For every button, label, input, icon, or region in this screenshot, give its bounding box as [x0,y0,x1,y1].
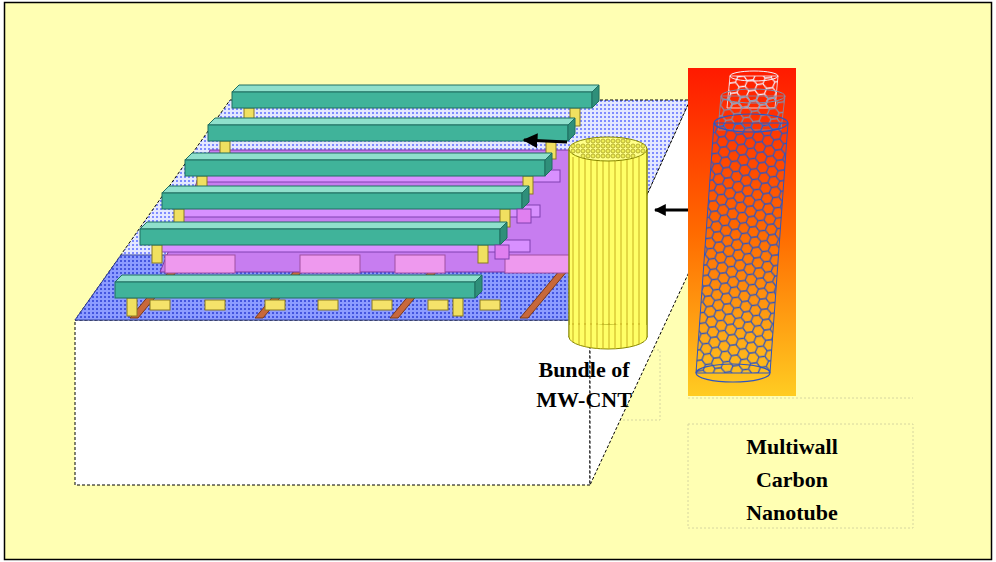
pointer-arrow [524,140,567,142]
wire-top [185,153,552,160]
via [127,298,137,316]
wire-top [162,186,529,193]
wire-end [522,186,529,209]
wire-end [568,118,575,141]
metal-block [495,245,509,259]
wire-row [162,186,531,227]
via [453,298,463,316]
pointer-arrow [655,209,688,212]
wire [208,125,568,141]
middle-layer [160,150,625,273]
wire [232,92,592,108]
wire-top [115,275,482,282]
cylinder-shape [567,135,649,350]
contact-pad [318,300,338,310]
node-label: Bundle of MW-CNT [515,355,653,415]
wire [162,193,522,209]
label-frame [688,398,913,399]
cnt-bundle: Bundle of MW-CNT [515,135,655,419]
wire-end [545,153,552,176]
wire-row [140,222,509,263]
label-frame [688,424,913,528]
wire-top [208,118,575,125]
wire-top [232,85,599,92]
wire-row [115,275,482,316]
wire-top [140,222,507,229]
contact-pad [480,300,500,310]
wire [185,160,545,176]
top-wires [115,85,599,316]
wire [115,282,475,298]
wire-end [475,275,482,298]
via [478,245,488,263]
contact-pad [150,300,170,310]
metal-block [165,255,235,273]
metal-block [300,255,360,273]
wire-end [500,222,507,245]
dielectric-bottom [75,255,625,320]
contact-pad [372,300,392,310]
substrate-front [75,320,590,485]
contact-pads [150,300,500,310]
nanotube-image [688,68,796,396]
frame [5,3,992,560]
contact-pad [205,300,225,310]
wire-end [592,85,599,108]
chip-block [75,100,690,485]
node-label: Multiwall Carbon Nanotube [732,430,852,529]
contact-pad [428,300,448,310]
contact-pad [265,300,285,310]
metal-block [395,255,445,273]
wire [140,229,500,245]
nanotube-picture: Multiwall Carbon Nanotube [688,68,854,533]
metal-layer [160,150,625,272]
via [152,245,162,263]
metal-block [505,255,575,273]
metal-block [517,209,531,223]
